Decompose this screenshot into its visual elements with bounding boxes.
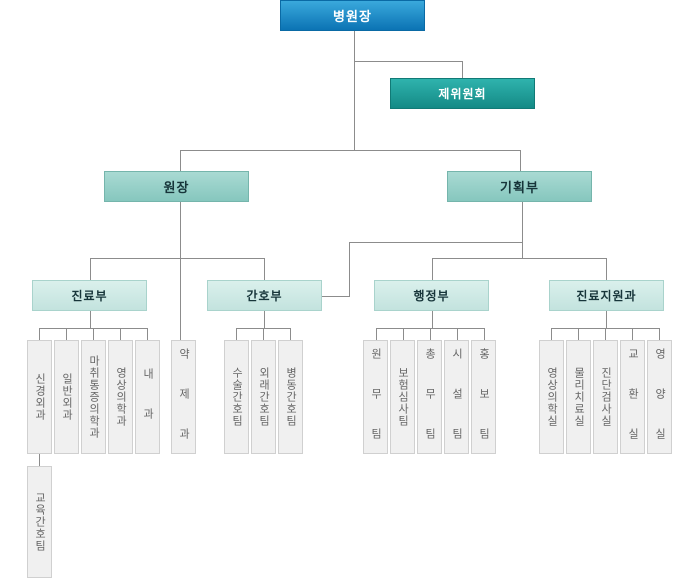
unit-public-relations: 홍 보 팀 bbox=[471, 340, 496, 454]
connector-line bbox=[290, 328, 291, 340]
connector-line bbox=[90, 258, 91, 280]
connector-line bbox=[606, 258, 607, 280]
unit-physical-therapy: 물리치료실 bbox=[566, 340, 591, 454]
dept-medical-box: 진료부 bbox=[32, 280, 147, 311]
unit-nutrition: 영 양 실 bbox=[647, 340, 672, 454]
connector-line bbox=[264, 311, 265, 328]
connector-line bbox=[66, 328, 67, 340]
connector-line bbox=[39, 454, 40, 466]
connector-line bbox=[263, 328, 264, 340]
connector-line bbox=[90, 311, 91, 328]
connector-line bbox=[462, 61, 463, 78]
unit-facilities: 시 설 팀 bbox=[444, 340, 469, 454]
connector-line bbox=[432, 258, 433, 280]
connector-line bbox=[120, 328, 121, 340]
connector-line bbox=[432, 311, 433, 328]
connector-line bbox=[520, 150, 521, 171]
connector-line bbox=[39, 328, 40, 340]
connector-line bbox=[349, 242, 350, 297]
connector-line bbox=[605, 328, 606, 340]
connector-line bbox=[322, 296, 350, 297]
unit-insurance-review: 보험심사팀 bbox=[390, 340, 415, 454]
unit-lab-testing: 진단검사실 bbox=[593, 340, 618, 454]
unit-switchboard: 교 환 실 bbox=[620, 340, 645, 454]
unit-patient-affairs: 원 무 팀 bbox=[363, 340, 388, 454]
connector-line bbox=[180, 150, 181, 171]
unit-internal-medicine: 내 과 bbox=[135, 340, 160, 454]
connector-line bbox=[606, 311, 607, 328]
unit-education-nursing: 교육간호팀 bbox=[27, 466, 52, 578]
connector-line bbox=[264, 258, 265, 280]
unit-outpatient-nursing: 외래간호팀 bbox=[251, 340, 276, 454]
connector-line bbox=[236, 328, 237, 340]
connector-line bbox=[632, 328, 633, 340]
planning-box: 기획부 bbox=[447, 171, 592, 202]
unit-anesthesiology: 마취통증의학과 bbox=[81, 340, 106, 454]
connector-line bbox=[551, 328, 552, 340]
unit-neurosurgery: 신경외과 bbox=[27, 340, 52, 454]
connector-line bbox=[432, 258, 607, 259]
committee-box: 제위원회 bbox=[390, 78, 535, 109]
hospital-head-box: 원장 bbox=[104, 171, 249, 202]
connector-line bbox=[93, 328, 94, 340]
connector-line bbox=[354, 31, 355, 150]
connector-line bbox=[484, 328, 485, 340]
unit-radiology-room: 영상의학실 bbox=[539, 340, 564, 454]
connector-line bbox=[522, 202, 523, 258]
connector-line bbox=[403, 328, 404, 340]
connector-line bbox=[578, 328, 579, 340]
dept-admin-box: 행정부 bbox=[374, 280, 489, 311]
dept-support-box: 진료지원과 bbox=[549, 280, 664, 311]
dept-nursing-box: 간호부 bbox=[207, 280, 322, 311]
connector-line bbox=[147, 328, 148, 340]
connector-line bbox=[349, 242, 523, 243]
connector-line bbox=[457, 328, 458, 340]
connector-line bbox=[376, 328, 377, 340]
connector-line bbox=[659, 328, 660, 340]
connector-line bbox=[430, 328, 431, 340]
unit-surgical-nursing: 수술간호팀 bbox=[224, 340, 249, 454]
unit-pharmacy: 약 제 과 bbox=[171, 340, 196, 454]
connector-line bbox=[90, 258, 265, 259]
connector-line bbox=[354, 61, 463, 62]
director-box: 병원장 bbox=[280, 0, 425, 31]
unit-general-surgery: 일반외과 bbox=[54, 340, 79, 454]
connector-line bbox=[180, 150, 520, 151]
unit-ward-nursing: 병동간호팀 bbox=[278, 340, 303, 454]
unit-general-affairs: 총 무 팀 bbox=[417, 340, 442, 454]
connector-line bbox=[180, 202, 181, 454]
unit-radiology: 영상의학과 bbox=[108, 340, 133, 454]
